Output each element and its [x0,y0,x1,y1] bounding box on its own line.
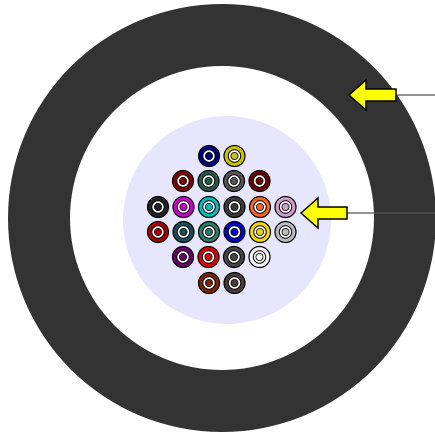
fiber-core [204,151,213,160]
fiber-core [153,227,162,236]
fiber-23 [197,271,221,295]
fiber-core [204,202,213,211]
fiber-core [204,176,213,185]
fiber-11 [248,195,272,219]
fiber-core [255,202,264,211]
fiber-core [153,202,162,211]
fiber-21 [222,245,246,269]
fiber-core [230,227,239,236]
fiber-bundle [146,144,297,295]
fiber-24 [223,271,246,295]
fiber-core [178,252,187,261]
fiber-core [230,278,239,287]
fiber-19 [171,245,195,269]
fiber-3 [171,169,195,193]
fiber-1 [197,144,221,168]
fiber-core [179,202,188,211]
fiber-7 [146,195,170,219]
jacket-pointer [347,78,435,112]
jacket-arrow-icon [347,78,397,112]
fiber-core [179,227,188,236]
fiber-17 [248,220,272,244]
fiber-core [255,227,264,236]
fiber-arrow-icon [299,196,348,230]
fiber-core [178,176,187,185]
fiber-18 [274,220,297,244]
fiber-16 [223,220,246,244]
fiber-12 [274,195,297,219]
fiber-4 [197,169,220,193]
fiber-10 [223,195,246,219]
fiber-core [281,227,290,236]
fiber-core [255,176,264,185]
fiber-22 [248,245,271,269]
fiber-14 [172,220,195,244]
fiber-core-region [123,116,331,324]
fiber-pointer [299,196,435,230]
fiber-8 [172,195,195,219]
fiber-core [281,202,290,211]
fiber-core [230,151,239,160]
fiber-15 [197,220,221,244]
fiber-core [204,252,213,261]
fiber-core [204,227,213,236]
fiber-20 [197,245,220,269]
fiber-2 [223,144,246,168]
fiber-core [255,252,264,261]
fiber-core [204,278,213,287]
fiber-core [229,252,238,261]
fiber-core [229,176,238,185]
fiber-core [230,202,239,211]
fiber-6 [248,169,271,193]
fiber-5 [222,169,246,193]
fiber-13 [146,220,170,244]
fiber-9 [197,195,221,219]
